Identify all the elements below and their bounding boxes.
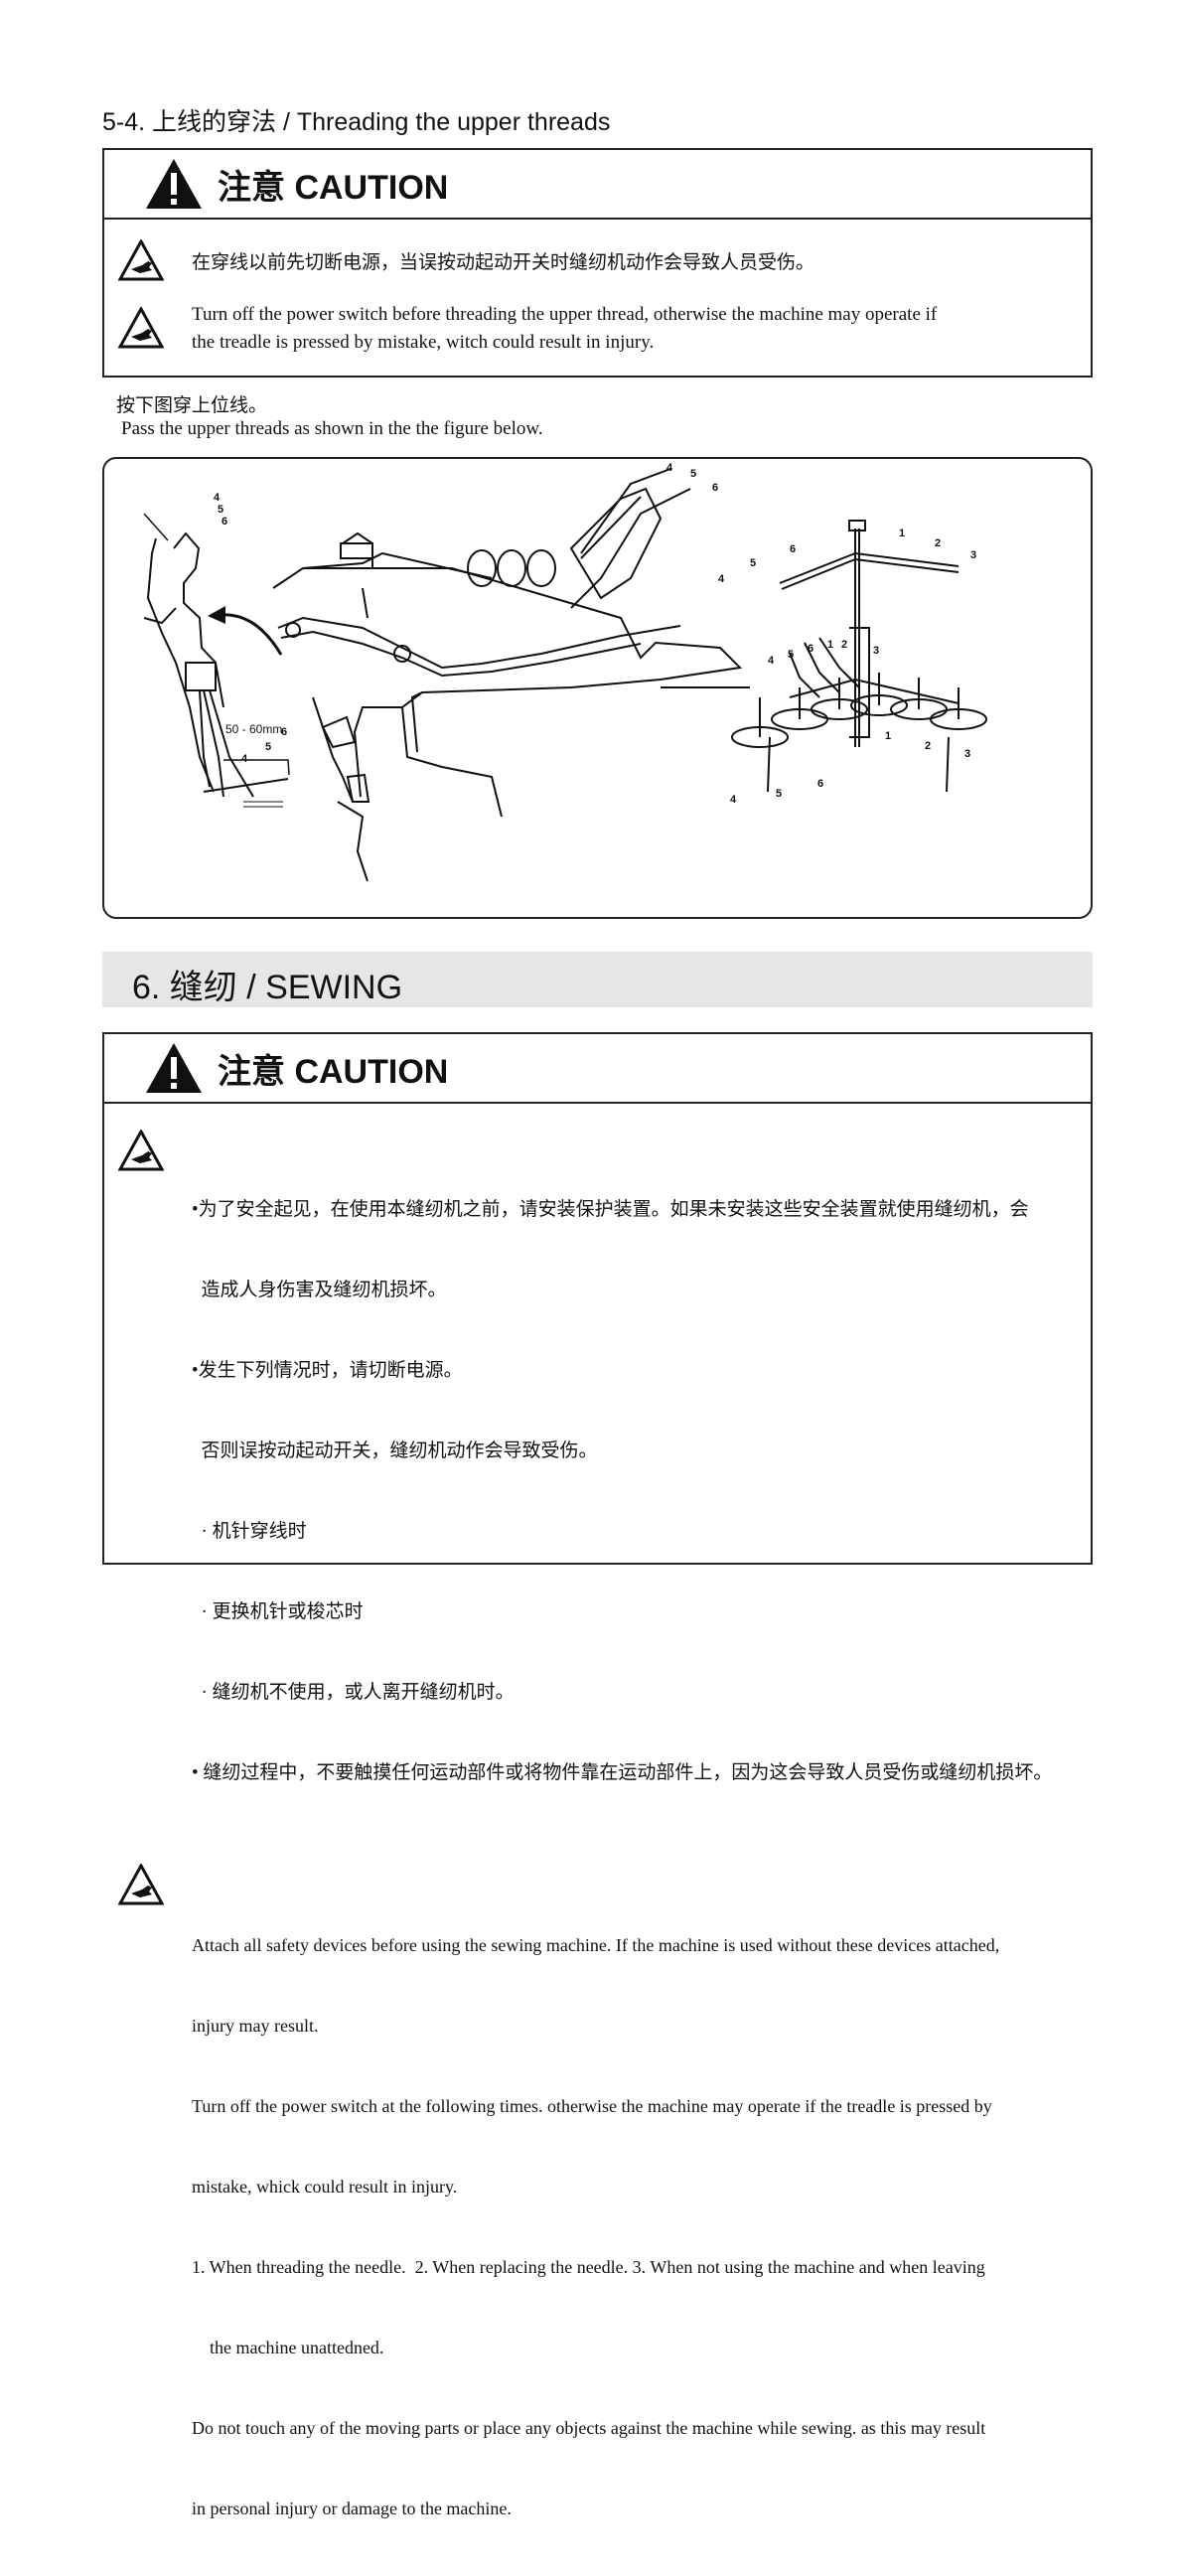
- callout-label: 1: [827, 639, 833, 651]
- caution-text-en-line: the treadle is pressed by mistake, witch…: [192, 332, 655, 353]
- caution-line-cn: •为了安全起见，在使用本缝纫机之前，请安装保护装置。如果未安装这些安全装置就使用…: [192, 1199, 1029, 1220]
- instruction-en: Pass the upper threads as shown in the t…: [121, 418, 543, 439]
- sewing-machine-head: [272, 468, 750, 882]
- callout-label: 4: [718, 573, 725, 585]
- section-heading-sewing: 6. 缝纫 / SEWING: [132, 969, 403, 1006]
- callout-label: 6: [817, 778, 823, 790]
- callout-label: 4: [214, 492, 221, 504]
- callout-label: 5: [750, 557, 756, 569]
- threading-figure: 4 5 6 6 5 4 4 5 6 1 2 3 6 5 4 4 5 6 1 2 …: [102, 457, 1093, 919]
- callout-label: 2: [841, 639, 847, 651]
- callout-label: 1: [899, 528, 905, 539]
- dimension-label: 50 - 60mm: [225, 722, 282, 736]
- caution-box-sewing: 注意 CAUTION •为了安全起见，在使用本缝纫机之前，请安装保护装置。如果未…: [102, 1032, 1093, 2518]
- callout-label: 6: [790, 543, 796, 555]
- caution-box-threading: 注意 CAUTION 在穿线以前先切断电源，当误按动起动开关时缝纫机动作会导致人…: [102, 148, 1093, 378]
- section-heading-bar: 6. 缝纫 / SEWING: [102, 952, 1093, 1007]
- figure-callouts: 4 5 6 6 5 4 4 5 6 1 2 3 6 5 4 4 5 6 1 2 …: [214, 462, 976, 806]
- callout-label: 5: [776, 788, 782, 800]
- caution-title: 注意 CAUTION: [218, 1052, 449, 1091]
- callout-label: 3: [970, 549, 976, 561]
- caution-line-en: the machine unattedned.: [192, 2338, 384, 2357]
- callout-label: 3: [964, 748, 970, 760]
- callout-label: 5: [690, 468, 696, 480]
- caution-line-cn: · 缝纫机不使用，或人离开缝纫机时。: [192, 1682, 515, 1703]
- callout-label: 6: [808, 643, 813, 655]
- callout-label: 1: [885, 730, 891, 742]
- callout-label: 4: [666, 462, 673, 474]
- caution-line-cn: •发生下列情况时，请切断电源。: [192, 1360, 463, 1381]
- callout-label: 5: [265, 741, 271, 753]
- callout-label: 6: [222, 516, 227, 528]
- section-heading-threading: 5-4. 上线的穿法 / Threading the upper threads: [102, 108, 611, 136]
- callout-label: 5: [788, 649, 794, 661]
- caution-block-en: Attach all safety devices before using t…: [104, 1852, 1091, 2576]
- threading-diagram: 4 5 6 6 5 4 4 5 6 1 2 3 6 5 4 4 5 6 1 2 …: [143, 462, 987, 882]
- caution-line-cn: · 机针穿线时: [192, 1521, 307, 1542]
- caution-line-cn: 否则误按动起动开关，缝纫机动作会导致受伤。: [192, 1440, 598, 1461]
- caution-title: 注意 CAUTION: [218, 168, 449, 207]
- caution-header: 注意 CAUTION: [104, 1034, 1091, 1104]
- caution-item-cn: 在穿线以前先切断电源，当误按动起动开关时缝纫机动作会导致人员受伤。: [104, 239, 1091, 281]
- caution-line-en: Attach all safety devices before using t…: [192, 1935, 1000, 1955]
- caution-line-cn: 造成人身伤害及缝纫机损坏。: [192, 1280, 447, 1300]
- callout-label: 6: [712, 482, 718, 494]
- callout-label: 2: [935, 537, 941, 549]
- hand-hazard-icon: [118, 307, 164, 349]
- caution-line-en: Turn off the power switch at the followi…: [192, 2096, 992, 2116]
- caution-text-cn: 在穿线以前先切断电源，当误按动起动开关时缝纫机动作会导致人员受伤。: [192, 252, 815, 273]
- callout-label: 4: [241, 753, 248, 765]
- caution-line-en: 1. When threading the needle. 2. When re…: [192, 2257, 985, 2277]
- caution-block-cn: •为了安全起见，在使用本缝纫机之前，请安装保护装置。如果未安装这些安全装置就使用…: [104, 1116, 1091, 1840]
- callout-label: 5: [218, 504, 223, 516]
- hand-hazard-icon: [118, 239, 164, 281]
- caution-line-en: in personal injury or damage to the mach…: [192, 2499, 512, 2518]
- arrow-head: [208, 606, 225, 624]
- warning-triangle-icon: [146, 159, 202, 209]
- callout-label: 3: [873, 645, 879, 657]
- instruction-cn: 按下图穿上位线。: [116, 395, 268, 416]
- caution-line-en: Do not touch any of the moving parts or …: [192, 2418, 986, 2438]
- caution-header: 注意 CAUTION: [104, 150, 1091, 220]
- callout-label: 4: [730, 794, 737, 806]
- caution-line-en: mistake, whick could result in injury.: [192, 2177, 458, 2197]
- thread-stand: [731, 520, 987, 793]
- hand-hazard-icon: [118, 1130, 164, 1171]
- caution-line-cn: • 缝纫过程中，不要触摸任何运动部件或将物件靠在运动部件上，因为这会导致人员受伤…: [192, 1762, 1053, 1783]
- hand-hazard-icon: [118, 1864, 164, 1905]
- thread-guide-detail: [143, 513, 290, 808]
- caution-line-en: injury may result.: [192, 2016, 319, 2036]
- callout-label: 2: [925, 740, 931, 752]
- caution-line-cn: · 更换机针或梭芯时: [192, 1601, 364, 1622]
- caution-item-en: Turn off the power switch before threadi…: [104, 301, 1091, 357]
- warning-triangle-icon: [146, 1043, 202, 1093]
- callout-label: 6: [281, 726, 287, 738]
- callout-label: 4: [768, 655, 775, 667]
- caution-text-en-line: Turn off the power switch before threadi…: [192, 304, 938, 325]
